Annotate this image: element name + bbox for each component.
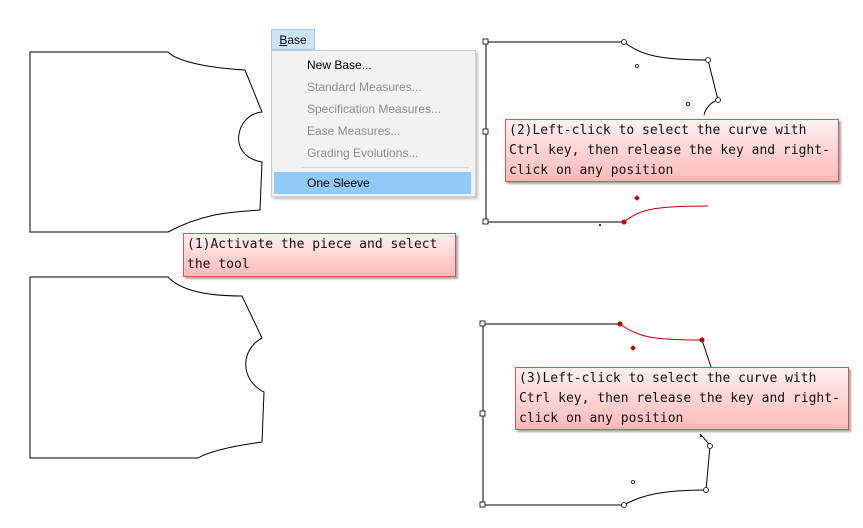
selected-point[interactable]	[630, 345, 636, 351]
control-point[interactable]	[631, 480, 635, 484]
control-point[interactable]	[482, 38, 489, 45]
menu-separator	[302, 167, 469, 168]
pattern-piece-bottom-left[interactable]	[29, 276, 265, 459]
pattern-piece-top-right[interactable]	[482, 38, 721, 226]
control-point[interactable]	[700, 435, 702, 437]
callout-step-3: (3)Left-click to select the curve with C…	[515, 367, 849, 430]
control-point[interactable]	[479, 501, 486, 508]
selected-curve[interactable]	[619, 323, 703, 341]
base-menu-label: Base	[279, 32, 307, 47]
control-point[interactable]	[635, 64, 639, 68]
control-point[interactable]	[479, 410, 486, 417]
control-point[interactable]	[479, 320, 486, 327]
pattern-piece-top-left[interactable]	[29, 51, 263, 233]
pattern-piece-bottom-right[interactable]	[479, 320, 713, 508]
base-menu[interactable]: Base	[271, 29, 315, 50]
control-point[interactable]	[621, 502, 627, 508]
control-point[interactable]	[715, 97, 721, 103]
selected-curve[interactable]	[623, 205, 709, 223]
control-point[interactable]	[707, 443, 713, 449]
menu-item-standard-measures[interactable]: Standard Measures...	[307, 80, 422, 94]
control-point[interactable]	[482, 218, 489, 225]
callout-step-2: (2)Left-click to select the curve with C…	[505, 119, 839, 182]
control-point[interactable]	[703, 487, 709, 493]
selected-point[interactable]	[699, 337, 705, 343]
callout-step-1: (1)Activate the piece and select the too…	[183, 233, 456, 277]
control-point[interactable]	[705, 57, 711, 63]
menu-item-ease-measures[interactable]: Ease Measures...	[307, 124, 401, 138]
menu-item-new-base[interactable]: New Base...	[307, 58, 372, 72]
selected-point[interactable]	[634, 195, 640, 201]
control-point[interactable]	[621, 39, 627, 45]
base-dropdown-menu: New Base... Standard Measures... Specifi…	[271, 50, 476, 197]
menu-item-grading-evolutions[interactable]: Grading Evolutions...	[307, 146, 419, 160]
selected-point[interactable]	[621, 219, 627, 225]
control-point[interactable]	[482, 128, 489, 135]
menu-item-specification-measures[interactable]: Specification Measures...	[307, 102, 442, 116]
control-point[interactable]	[686, 102, 690, 106]
selected-point[interactable]	[617, 321, 623, 327]
menu-item-one-sleeve[interactable]: One Sleeve	[274, 172, 471, 194]
control-point[interactable]	[599, 224, 601, 226]
